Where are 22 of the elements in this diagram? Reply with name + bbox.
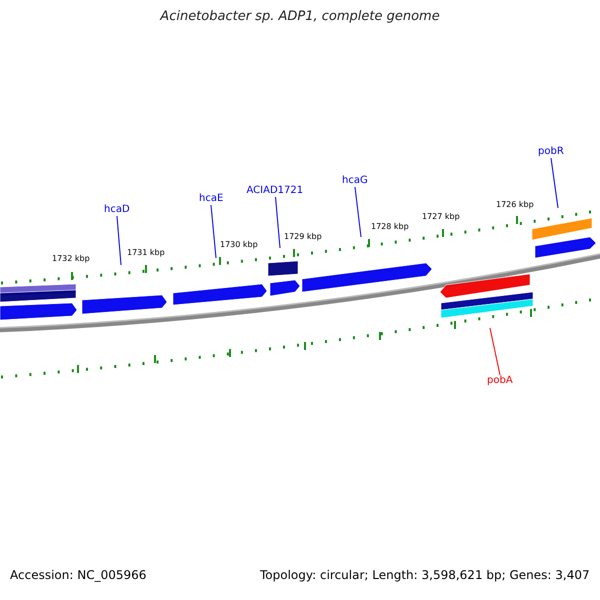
- footer-text: Topology: circular; Length: 3,598,621 bp; Genes: 3,407: [260, 569, 590, 583]
- leader-line: [275, 196, 280, 248]
- leader-line: [354, 186, 362, 238]
- scale-label: 1730 kbp: [220, 240, 258, 249]
- gene-label: ACIAD1721: [246, 185, 304, 196]
- gene-label: hcaG: [342, 175, 368, 186]
- scale-label: 1732 kbp: [52, 254, 90, 263]
- title: Acinetobacter sp. ADP1, complete genome: [158, 10, 441, 25]
- scale-label: 1729 kbp: [284, 232, 322, 241]
- scale-label: 1728 kbp: [371, 222, 409, 231]
- leader-line: [210, 204, 216, 258]
- gene-label: pobA: [487, 375, 513, 386]
- leader-line: [116, 216, 122, 266]
- gene-label: pobR: [538, 146, 564, 158]
- leader-line: [550, 158, 558, 208]
- footer-text: Accession: NC_005966: [10, 569, 146, 583]
- gene-label: hcaE: [199, 193, 224, 204]
- leader-line: [490, 328, 500, 376]
- scale-label: 1726 kbp: [496, 200, 534, 209]
- gene-label: hcaD: [104, 204, 130, 216]
- scale-label: 1731 kbp: [127, 248, 165, 257]
- scale-label: 1727 kbp: [422, 212, 460, 221]
